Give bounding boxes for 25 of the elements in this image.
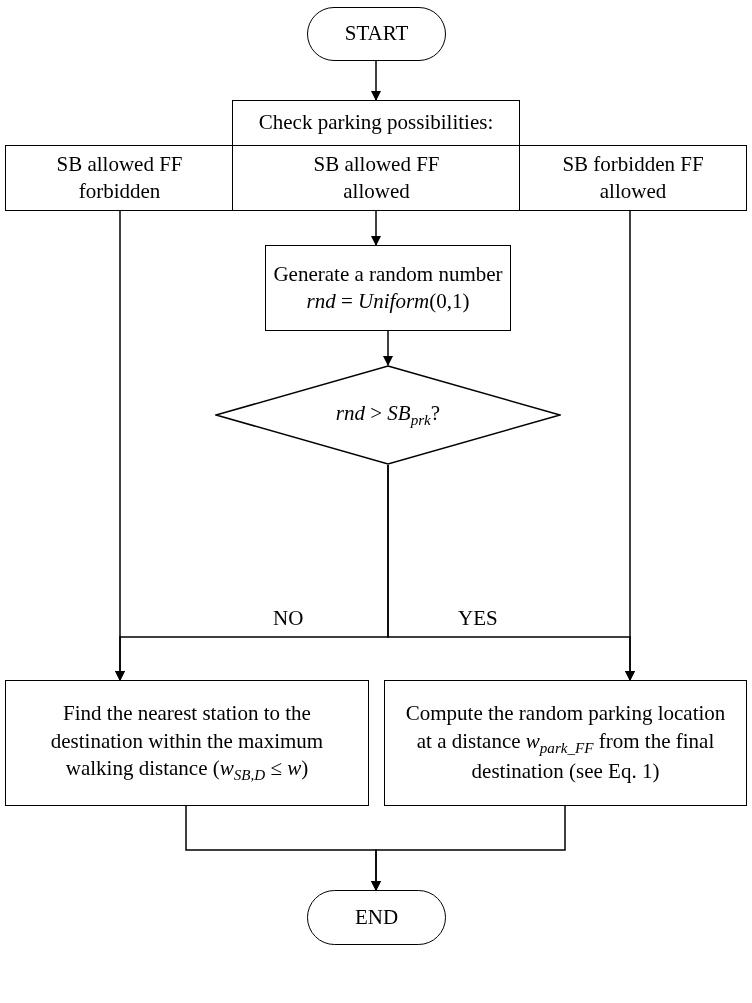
arrow	[625, 210, 635, 681]
arrow	[115, 210, 125, 681]
process-box	[519, 145, 747, 211]
terminal-shape	[307, 7, 446, 61]
process-box	[232, 100, 520, 146]
process-box	[384, 680, 747, 806]
node-text: END	[353, 903, 400, 931]
decision-diamond	[215, 365, 561, 465]
node-text: SB allowed FF allowed	[312, 150, 441, 205]
process-box	[5, 145, 234, 211]
process-box	[5, 680, 369, 806]
node-text: SB allowed FF forbidden	[55, 150, 184, 205]
node-text: Check parking possibilities:	[257, 109, 495, 137]
node-text: Find the nearest station to the destination within the maximum walking distance (w$_{SB,D}$ ≤ w)	[49, 700, 325, 786]
node-text: Generate a random number rnd = Uniform(0,1)	[272, 260, 504, 315]
arrow	[371, 60, 381, 101]
node-text: START	[343, 20, 410, 48]
node-text: SB forbidden FF allowed	[561, 150, 705, 205]
arrow	[371, 805, 566, 891]
process-box	[232, 145, 521, 211]
arrow	[383, 330, 393, 366]
process-box	[265, 245, 511, 331]
node-text: Compute the random parking location at a distance w$_{park_FF}$ from the final destination (see Eq. 1)	[404, 700, 727, 786]
arrow	[371, 210, 381, 246]
node-text: rnd > SB$_{prk}$?	[334, 399, 442, 430]
